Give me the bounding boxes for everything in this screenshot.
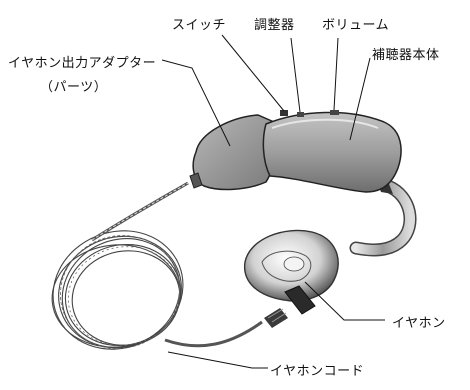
earphone	[245, 230, 339, 328]
label-switch: スイッチ	[172, 14, 226, 33]
earphone-cord-coil	[35, 211, 201, 368]
label-adapter: イヤホン出力アダプター	[8, 52, 156, 71]
label-earphone: イヤホン	[392, 312, 446, 331]
adjuster-knob	[297, 112, 304, 117]
cord-to-earphone	[165, 322, 262, 346]
volume-knob	[330, 110, 339, 115]
label-adjuster: 調整器	[254, 14, 295, 33]
label-hearing-aid-body: 補聴器本体	[372, 44, 440, 63]
label-earphone-cord: イヤホンコード	[270, 360, 364, 379]
label-volume: ボリューム	[322, 14, 389, 33]
label-adapter-parts: （パーツ）	[40, 76, 107, 95]
